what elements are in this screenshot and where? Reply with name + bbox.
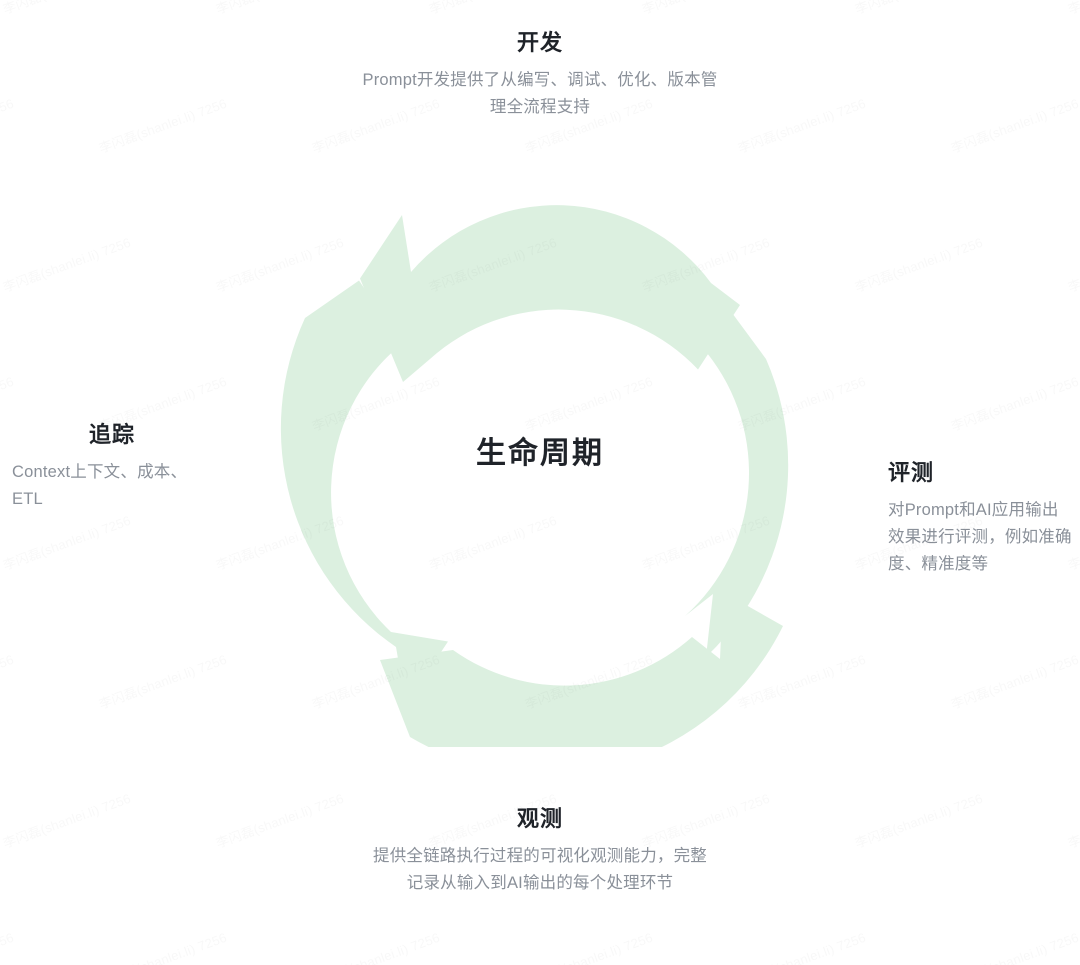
node-evaluate-desc: 对Prompt和AI应用输出效果进行评测，例如准确度、精准度等 xyxy=(888,501,1072,573)
node-develop-title: 开发 xyxy=(516,30,563,55)
node-observe-title: 观测 xyxy=(516,806,563,831)
center-title: 生命周期 xyxy=(476,437,604,470)
arrow-segment-left xyxy=(280,280,448,705)
node-observe: 观测 提供全链路执行过程的可视化观测能力，完整记录从输入到AI输出的每个处理环节 xyxy=(330,806,750,897)
cycle-arrows-svg xyxy=(280,205,789,747)
arrow-group xyxy=(280,205,789,747)
node-evaluate-title: 评测 xyxy=(888,460,935,485)
node-evaluate: 评测 对Prompt和AI应用输出效果进行评测，例如准确度、精准度等 xyxy=(888,460,1073,578)
node-trace-title: 追踪 xyxy=(88,422,135,447)
node-develop: 开发 Prompt开发提供了从编写、调试、优化、版本管理全流程支持 xyxy=(340,30,740,121)
arrow-segment-right xyxy=(685,298,789,657)
node-observe-desc: 提供全链路执行过程的可视化观测能力，完整记录从输入到AI输出的每个处理环节 xyxy=(373,847,707,893)
node-develop-desc: Prompt开发提供了从编写、调试、优化、版本管理全流程支持 xyxy=(362,71,718,117)
node-trace-desc: Context上下文、成本、ETL xyxy=(12,463,188,509)
arrow-segment-bottom xyxy=(380,592,783,747)
arrow-segment-top xyxy=(360,205,740,382)
node-trace: 追踪 Context上下文、成本、ETL xyxy=(12,422,212,513)
